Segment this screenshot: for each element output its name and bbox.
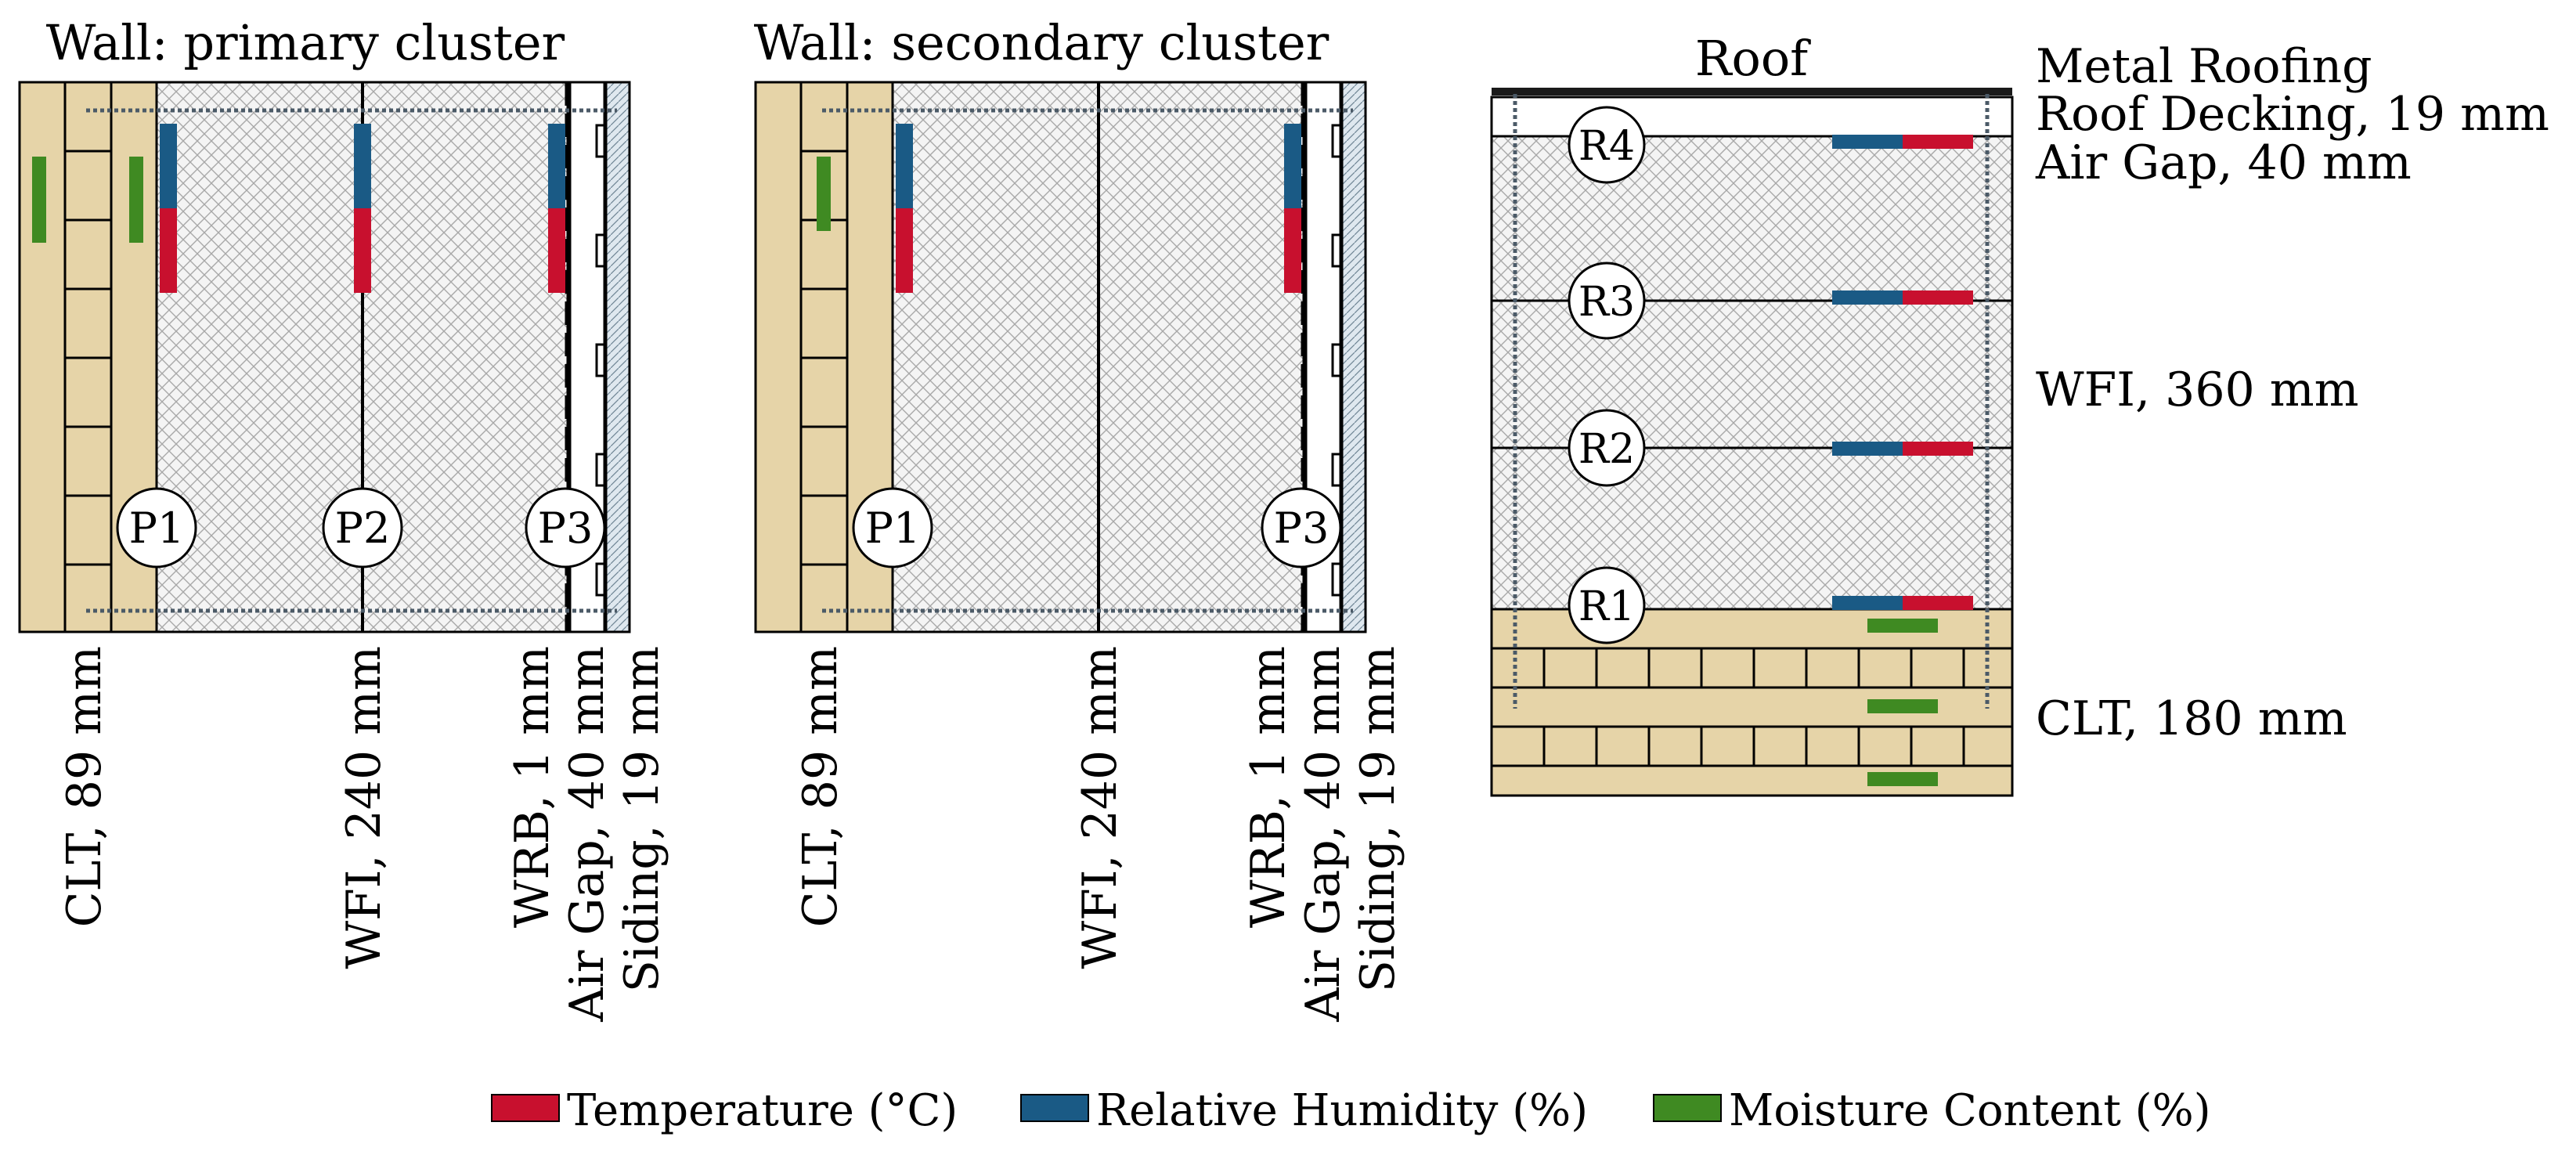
layer-label-air-gap: Air Gap, 40 mm xyxy=(2035,135,2412,190)
roof-clt-layer xyxy=(1490,608,2014,797)
temperature-sensor xyxy=(548,208,565,293)
relative-humidity-sensor xyxy=(1832,290,1903,305)
relative-humidity-sensor xyxy=(1832,135,1903,149)
moisture-content-sensor xyxy=(1867,619,1938,633)
probe-marker: R2 xyxy=(1568,409,1646,487)
roof-panel: Roof xyxy=(1490,30,2549,797)
layer-label-wfi: WFI, 240 mm xyxy=(337,646,391,969)
layer-label-air-gap: Air Gap, 40 mm xyxy=(560,646,615,1023)
wall-secondary-panel: Wall: secondary cluster P1 xyxy=(754,14,1405,1023)
layer-label-siding: Siding, 19 mm xyxy=(615,646,669,992)
wall-primary-siding-layer xyxy=(604,81,631,633)
wall-secondary-screws xyxy=(822,108,1353,613)
probe-marker: P1 xyxy=(852,487,933,568)
relative-humidity-sensor xyxy=(1832,596,1903,610)
roof-wfi-layer xyxy=(1490,135,2014,611)
probe-label: P3 xyxy=(1274,503,1329,553)
layer-label-metal-roofing: Metal Roofing xyxy=(2036,39,2372,94)
legend-label: Moisture Content (%) xyxy=(1729,1085,2211,1136)
probe-marker: P1 xyxy=(116,487,197,568)
relative-humidity-sensor xyxy=(1284,124,1301,208)
probe-label: P2 xyxy=(335,503,391,553)
wall-secondary-title: Wall: secondary cluster xyxy=(754,14,1329,71)
roof-title: Roof xyxy=(1695,30,1811,87)
layer-label-clt: CLT, 180 mm xyxy=(2036,691,2347,746)
layer-label-air-gap: Air Gap, 40 mm xyxy=(1296,646,1351,1023)
probe-marker: R3 xyxy=(1568,262,1646,340)
temperature-sensor xyxy=(896,208,913,293)
relative-humidity-sensor xyxy=(354,124,371,208)
probe-marker: P3 xyxy=(1261,487,1342,568)
wall-primary-panel: Wall: primary cluster xyxy=(18,14,669,1023)
probe-label: R3 xyxy=(1578,279,1635,326)
probe-label: P3 xyxy=(538,503,593,553)
layer-label-roof-decking: Roof Decking, 19 mm xyxy=(2036,87,2549,142)
temperature-sensor xyxy=(1284,208,1301,293)
probe-label: R1 xyxy=(1578,583,1635,630)
moisture-content-sensor xyxy=(817,157,831,231)
relative-humidity-sensor xyxy=(896,124,913,208)
relative-humidity-sensor xyxy=(548,124,565,208)
probe-label: P1 xyxy=(865,503,921,553)
temperature-sensor xyxy=(160,208,177,293)
legend-item-moisture-content: Moisture Content (%) xyxy=(1653,1085,2211,1136)
temperature-sensor xyxy=(354,208,371,293)
roof-decking-layer xyxy=(1490,96,2014,138)
layer-label-clt: CLT, 89 mm xyxy=(793,646,848,927)
legend-swatch-temperature xyxy=(491,1094,560,1122)
probe-marker: R4 xyxy=(1568,106,1646,184)
temperature-sensor xyxy=(1903,135,1973,149)
temperature-sensor xyxy=(1903,442,1973,456)
relative-humidity-sensor xyxy=(160,124,177,208)
layer-label-wfi: WFI, 240 mm xyxy=(1073,646,1127,969)
moisture-content-sensor xyxy=(32,157,46,243)
roof-screws xyxy=(1513,94,1990,709)
wall-secondary-siding-layer xyxy=(1340,81,1367,633)
legend-label: Relative Humidity (%) xyxy=(1096,1085,1588,1136)
temperature-sensor xyxy=(1903,596,1973,610)
probe-marker: P3 xyxy=(525,487,606,568)
probe-label: R2 xyxy=(1578,426,1635,473)
probe-label: P1 xyxy=(129,503,185,553)
layer-label-wrb: WRB, 1 mm xyxy=(1241,646,1296,928)
legend-label: Temperature (°C) xyxy=(567,1085,958,1136)
wall-primary-title: Wall: primary cluster xyxy=(46,14,565,71)
probe-marker: P2 xyxy=(322,487,403,568)
relative-humidity-sensor xyxy=(1832,442,1903,456)
moisture-content-sensor xyxy=(129,157,143,243)
layer-label-wfi: WFI, 360 mm xyxy=(2036,363,2359,417)
wall-primary-screws xyxy=(86,108,617,613)
probe-marker: R1 xyxy=(1568,566,1646,644)
moisture-content-sensor xyxy=(1867,772,1938,786)
probe-label: R4 xyxy=(1578,123,1635,170)
legend-item-temperature: Temperature (°C) xyxy=(491,1085,958,1136)
layer-label-wrb: WRB, 1 mm xyxy=(505,646,560,928)
roof-metal-roofing-layer xyxy=(1492,88,2012,96)
temperature-sensor xyxy=(1903,290,1973,305)
layer-label-clt: CLT, 89 mm xyxy=(57,646,112,927)
legend: Temperature (°C) Relative Humidity (%) M… xyxy=(491,1085,2211,1136)
layer-label-siding: Siding, 19 mm xyxy=(1351,646,1405,992)
moisture-content-sensor xyxy=(1867,699,1938,713)
legend-swatch-relative-humidity xyxy=(1020,1094,1089,1122)
legend-swatch-moisture-content xyxy=(1653,1094,1722,1122)
legend-item-relative-humidity: Relative Humidity (%) xyxy=(1020,1085,1588,1136)
